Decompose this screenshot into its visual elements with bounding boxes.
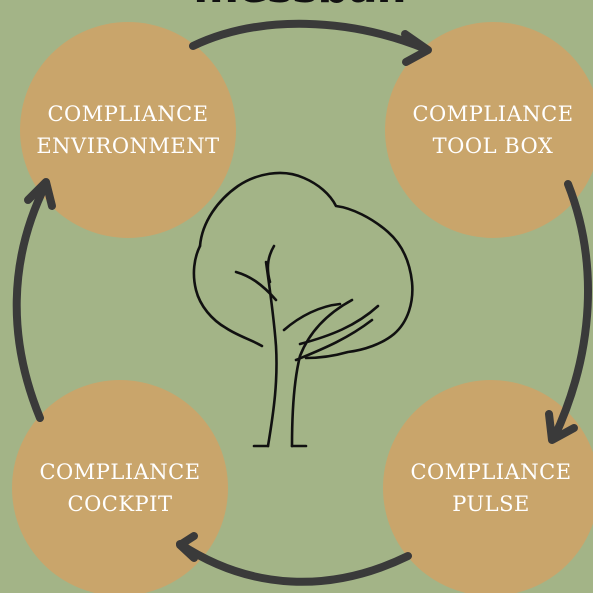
node-label-line2: TOOL BOX [432,134,554,158]
node-compliance-environment: COMPLIANCE ENVIRONMENT [20,22,236,238]
node-label-line2: PULSE [452,492,530,516]
node-label-line2: ENVIRONMENT [36,134,220,158]
node-compliance-cockpit: COMPLIANCE COCKPIT [12,380,228,593]
arrow-icon [550,180,592,442]
arrow-icon [189,19,430,53]
node-label-line1: COMPLIANCE [412,102,574,126]
node-compliance-tool-box: COMPLIANCE TOOL BOX [385,22,593,238]
tree-icon [192,171,414,448]
diagram-title: messbar. [170,0,430,13]
arrow-icon [12,180,50,422]
arrow-icon [176,540,412,586]
node-label-line1: COMPLIANCE [47,102,209,126]
node-label-line1: COMPLIANCE [39,460,201,484]
node-compliance-pulse: COMPLIANCE PULSE [383,380,593,593]
node-label-line1: COMPLIANCE [410,460,572,484]
node-label-line2: COCKPIT [67,492,173,516]
